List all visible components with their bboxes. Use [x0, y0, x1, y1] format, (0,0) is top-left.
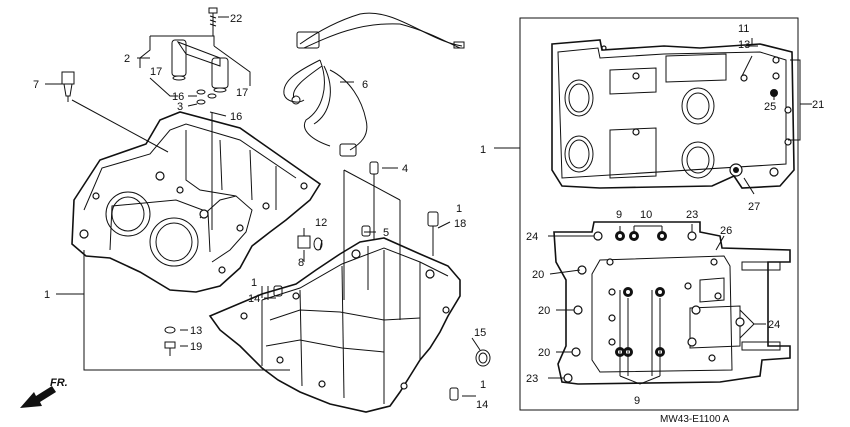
callout-5: 5	[383, 227, 389, 239]
callout-10: 10	[640, 209, 652, 221]
callout-8: 8	[298, 257, 304, 269]
callout-24a: 24	[526, 231, 538, 243]
callout-19: 19	[190, 341, 202, 353]
callout-1b: 1	[251, 277, 257, 289]
oil-pipe-bracket-2	[137, 35, 251, 97]
callout-1a: 1	[456, 203, 462, 215]
callout-17a: 17	[150, 66, 162, 78]
front-arrow-label: FR.	[50, 377, 68, 389]
callout-1e: 1	[480, 144, 486, 156]
callout-2: 2	[124, 53, 130, 65]
callout-21: 21	[812, 99, 824, 111]
oil-pressure-switch-7-icon	[45, 71, 169, 153]
callout-4: 4	[402, 163, 408, 175]
upper-gasket-detail	[551, 38, 812, 195]
drain-plug-8-icon	[297, 228, 323, 251]
callout-18: 18	[454, 218, 466, 230]
bolt-22-icon	[208, 7, 229, 36]
callout-14b: 14	[476, 399, 488, 411]
callout-12: 12	[315, 217, 327, 229]
upper-crankcase	[71, 111, 322, 293]
callout-13b: 13	[738, 39, 750, 51]
callout-9a: 9	[616, 209, 622, 221]
callout-20c: 20	[538, 347, 550, 359]
callout-6: 6	[362, 79, 368, 91]
lower-bolt-pattern-detail	[548, 221, 791, 385]
leader-lines	[56, 167, 481, 397]
front-arrow-icon	[20, 386, 56, 408]
callout-3: 3	[177, 101, 183, 113]
callout-23b: 23	[526, 373, 538, 385]
wire-harness-6	[283, 12, 465, 157]
callout-13a: 13	[190, 325, 202, 337]
callout-16a: 16	[172, 91, 184, 103]
bolt-19-washer-13-icon	[164, 326, 176, 356]
callout-11: 11	[738, 23, 749, 35]
callout-labels: 22 2 17 17 7 16 3 16 6 4 1 18 12 5 8 1 1…	[33, 13, 824, 425]
callout-20a: 20	[532, 269, 544, 281]
callout-15: 15	[474, 327, 486, 339]
callout-26: 26	[720, 225, 732, 237]
callout-7: 7	[33, 79, 39, 91]
oil-seal-15-icon	[475, 349, 491, 367]
dowel-pins	[273, 161, 459, 401]
callout-1c: 1	[44, 289, 50, 301]
callout-27: 27	[748, 201, 760, 213]
callout-9b: 9	[634, 395, 640, 407]
callout-24b: 24	[768, 319, 780, 331]
washers-16-3	[187, 89, 227, 117]
callout-22: 22	[230, 13, 242, 25]
diagram-code: MW43-E1100 A	[660, 414, 730, 425]
detail-panel-frame	[519, 17, 799, 411]
lower-crankcase	[208, 169, 461, 413]
callout-1d: 1	[480, 379, 486, 391]
callout-20b: 20	[538, 305, 550, 317]
callout-16b: 16	[230, 111, 242, 123]
callout-25: 25	[764, 101, 776, 113]
callout-14a: 14	[248, 293, 260, 305]
callout-17b: 17	[236, 87, 248, 99]
callout-23a: 23	[686, 209, 698, 221]
